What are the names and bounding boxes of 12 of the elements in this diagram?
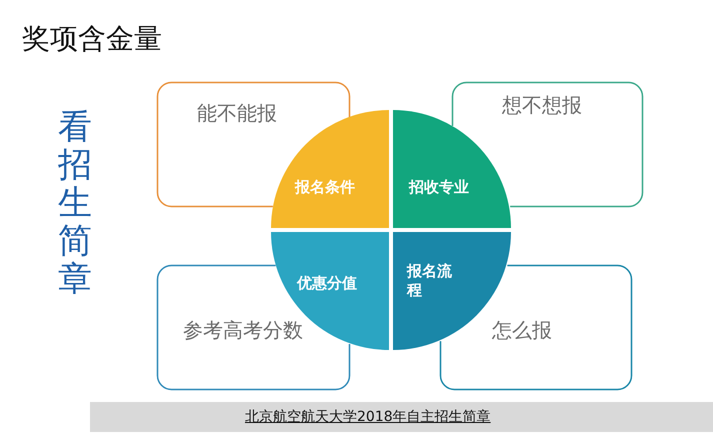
box-label: 想不想报 [502, 92, 582, 119]
segment-label: 报名条件 [295, 178, 356, 197]
box-label: 参考高考分数 [183, 317, 303, 344]
segment-label: 报名流程 [407, 262, 453, 300]
vertical-heading: 看招生简章 [58, 108, 93, 298]
segment-label: 招收专业 [409, 178, 470, 197]
title: 奖项含金量 [22, 21, 162, 57]
box-label: 能不能报 [197, 100, 277, 127]
quarter-circle-segment [393, 232, 511, 350]
footer-text: 北京航空航天大学2018年自主招生简章 [245, 408, 491, 426]
box-label: 怎么报 [492, 317, 552, 344]
segment-label: 优惠分值 [297, 274, 358, 293]
